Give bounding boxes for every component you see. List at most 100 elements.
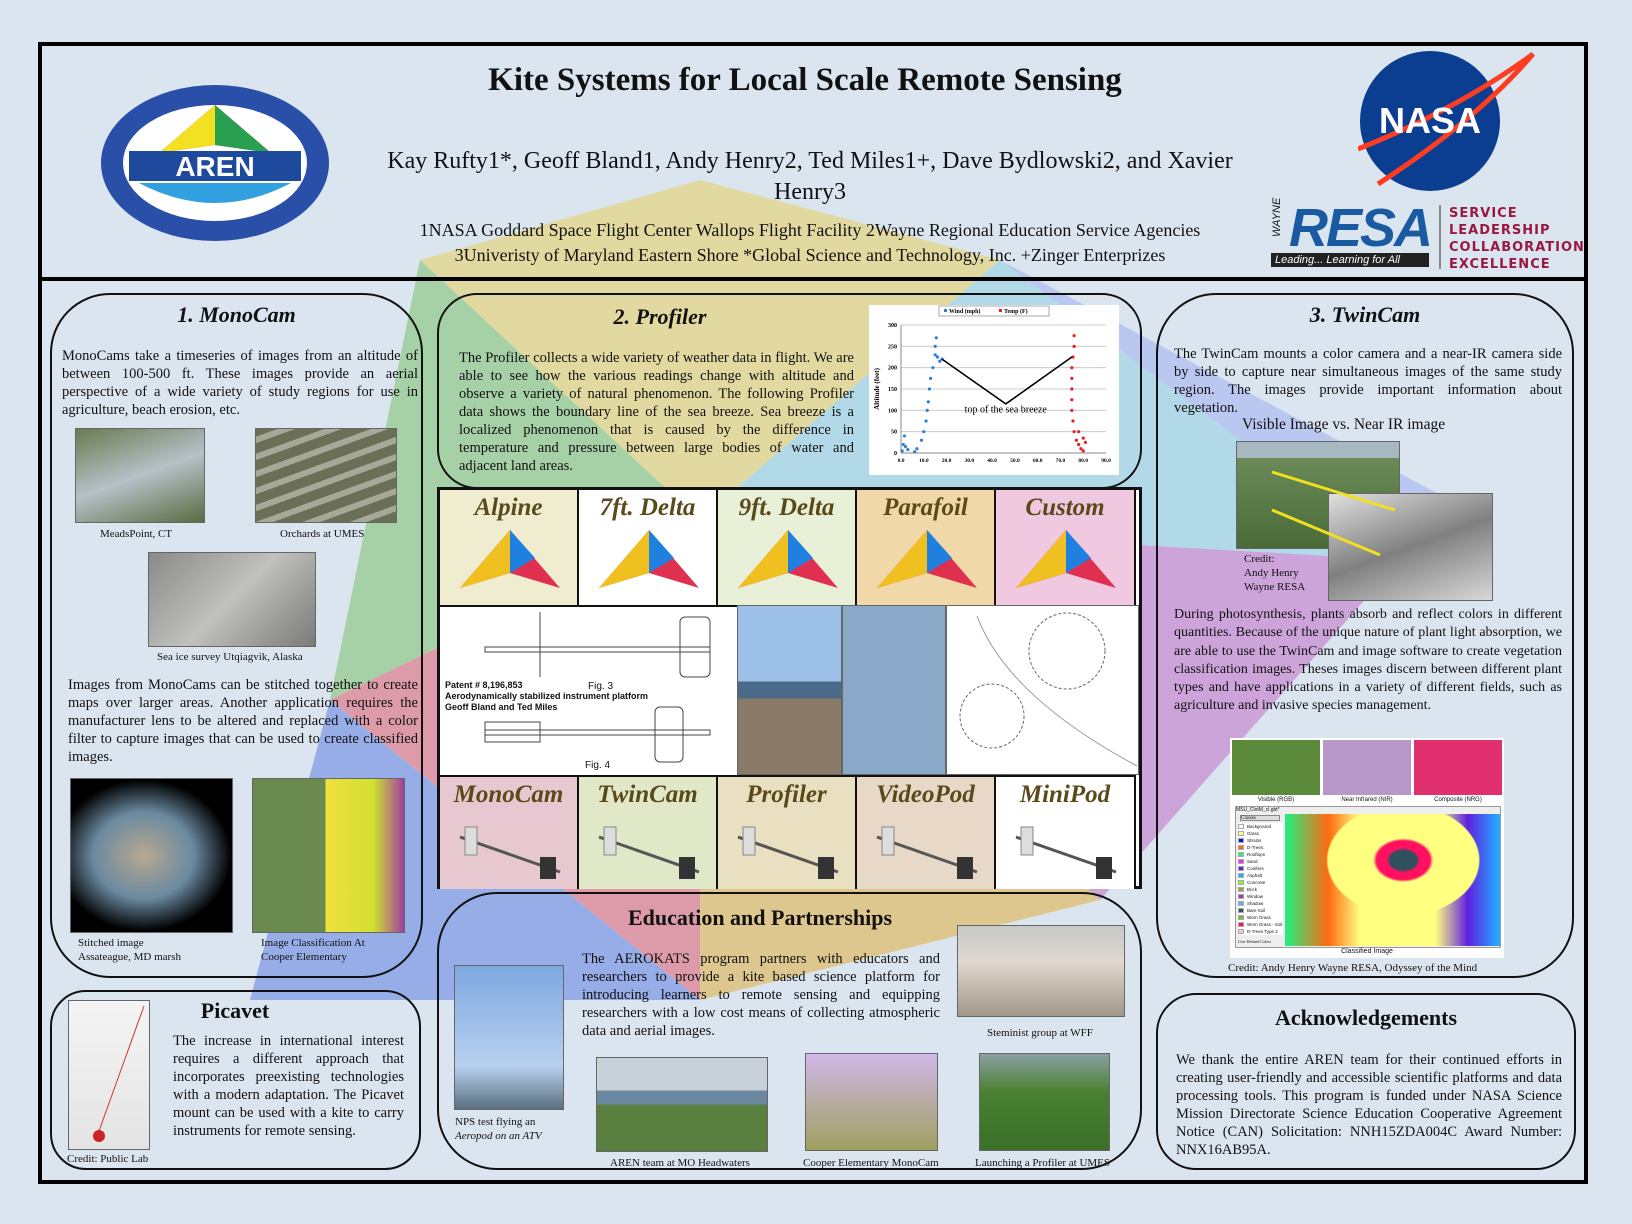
class-item[interactable]: Conifers [1238, 865, 1283, 872]
data-point-wind [900, 449, 904, 453]
class-item[interactable]: Worn Grass - Soil [1238, 921, 1283, 928]
data-point-temp [1071, 419, 1075, 423]
data-point-temp [1081, 436, 1085, 440]
y-tick-label: 250 [888, 344, 897, 350]
data-point-temp [1074, 438, 1078, 442]
x-tick-label: 10.0 [919, 458, 929, 464]
legend-swatch [944, 309, 947, 312]
classification-image [252, 778, 405, 933]
data-point-wind [931, 366, 935, 370]
data-point-wind [913, 450, 917, 454]
class-swatch [1238, 845, 1244, 850]
class-item[interactable]: Shadow [1238, 900, 1283, 907]
class-swatch [1238, 922, 1244, 927]
data-point-wind [938, 359, 942, 363]
fig4-label: Fig. 4 [585, 760, 611, 771]
classification-figure: Visible (RGB) Near Infrared (NIR) Compos… [1230, 738, 1504, 958]
monocam-stitching-text: Images from MonoCams can be stitched tog… [68, 677, 418, 765]
data-point-temp [1079, 447, 1083, 451]
class-item[interactable]: Asphalt [1238, 872, 1283, 879]
data-point-wind [902, 434, 907, 438]
data-point-temp [1077, 430, 1081, 434]
monocam-panel [50, 293, 423, 978]
data-point-wind [927, 387, 932, 391]
picavet-photo [68, 1000, 150, 1150]
wayne-resa-logo: WAYNE RESA Leading... Learning for All S… [1271, 197, 1585, 272]
twincam-subtitle: Visible Image vs. Near IR image [1242, 416, 1446, 433]
data-point-wind [929, 376, 933, 380]
nir-thumbnail [1323, 740, 1411, 795]
class-swatch [1238, 852, 1244, 857]
y-tick-label: 100 [888, 408, 897, 414]
x-tick-label: 60.0 [1033, 458, 1043, 464]
legend-swatch [999, 309, 1002, 312]
class-item[interactable]: D-Trees Type 2 [1238, 928, 1283, 935]
data-point-temp [1070, 387, 1074, 391]
class-item[interactable]: Rooftops [1238, 851, 1283, 858]
data-point-temp [1077, 442, 1081, 447]
annotation-label: top of the sea breeze [965, 404, 1048, 415]
class-item[interactable]: Background [1238, 823, 1283, 830]
class-item[interactable]: Concrete [1238, 879, 1283, 886]
cooper-photo [805, 1053, 938, 1151]
data-point-temp [1072, 344, 1076, 348]
legend-label: Wind (mph) [949, 308, 980, 315]
kite-icon [599, 530, 699, 588]
near-ir-image [1328, 493, 1493, 601]
kite-label: Alpine [474, 494, 543, 521]
data-point-wind [901, 442, 905, 447]
class-swatch [1238, 859, 1244, 864]
payload-cell-videopod: VideoPod [857, 775, 996, 889]
meadspoint-caption: MeadsPoint, CT [100, 528, 173, 540]
class-item[interactable]: Sand [1238, 858, 1283, 865]
x-tick-label: 80.0 [1078, 458, 1088, 464]
x-tick-label: 50.0 [1010, 458, 1020, 464]
class-item[interactable]: Worn Grass [1238, 914, 1283, 921]
class-item[interactable]: Bare Soil [1238, 907, 1283, 914]
annotation-arrows [941, 356, 1073, 405]
classified-label: Classified Image [1341, 948, 1393, 955]
payload-cell-twincam: TwinCam [579, 775, 718, 889]
class-item[interactable]: D-Trees [1238, 844, 1283, 851]
twincam-intro: The TwinCam mounts a color camera and a … [1174, 346, 1562, 416]
monocam-intro: MonoCams take a timeseries of images fro… [62, 348, 418, 418]
payload-cell-minipod: MiniPod [996, 775, 1136, 889]
sea-ice-photo [148, 552, 316, 647]
fig3-label: Fig. 3 [588, 681, 614, 692]
class-swatch [1238, 894, 1244, 899]
twincam-panel [1156, 293, 1574, 978]
payload-cell-profiler: Profiler [718, 775, 857, 889]
stitched-image [70, 778, 233, 933]
class-item[interactable]: Grass [1238, 830, 1283, 837]
user-colors-dropdown[interactable]: User Defined Colors [1238, 939, 1272, 944]
y-tick-label: 150 [888, 387, 897, 393]
kite-cell-custom: Custom [996, 490, 1136, 605]
data-point-temp [1081, 449, 1085, 453]
x-tick-label: 40.0 [987, 458, 997, 464]
classes-dropdown[interactable]: Classes [1240, 815, 1280, 821]
y-tick-label: 300 [888, 323, 897, 329]
class-item[interactable]: Brick [1238, 886, 1283, 893]
kite-label: 9ft. Delta [738, 494, 835, 521]
class-item[interactable]: Shrubs [1238, 837, 1283, 844]
data-point-temp [1072, 334, 1076, 338]
kite-label: Parafoil [883, 494, 968, 521]
payload-icon [1015, 826, 1117, 879]
data-point-wind [924, 419, 928, 423]
class-swatch [1238, 838, 1244, 843]
rgb-thumbnail [1232, 740, 1320, 795]
classified-map [1285, 814, 1500, 946]
class-swatch [1238, 929, 1244, 934]
nasa-logo: NASA [1357, 49, 1538, 194]
kite-sky-photo [842, 605, 946, 775]
patent-inventors: Geoff Bland and Ted Miles [445, 702, 558, 712]
y-tick-label: 200 [888, 366, 897, 372]
kite-flying-beach-photo [737, 605, 842, 775]
class-item[interactable]: Window [1238, 893, 1283, 900]
data-point-wind [922, 430, 926, 434]
twincam-bottom-credit: Credit: Andy Henry Wayne RESA, Odyssey o… [1228, 962, 1478, 974]
payload-label: TwinCam [597, 781, 698, 808]
